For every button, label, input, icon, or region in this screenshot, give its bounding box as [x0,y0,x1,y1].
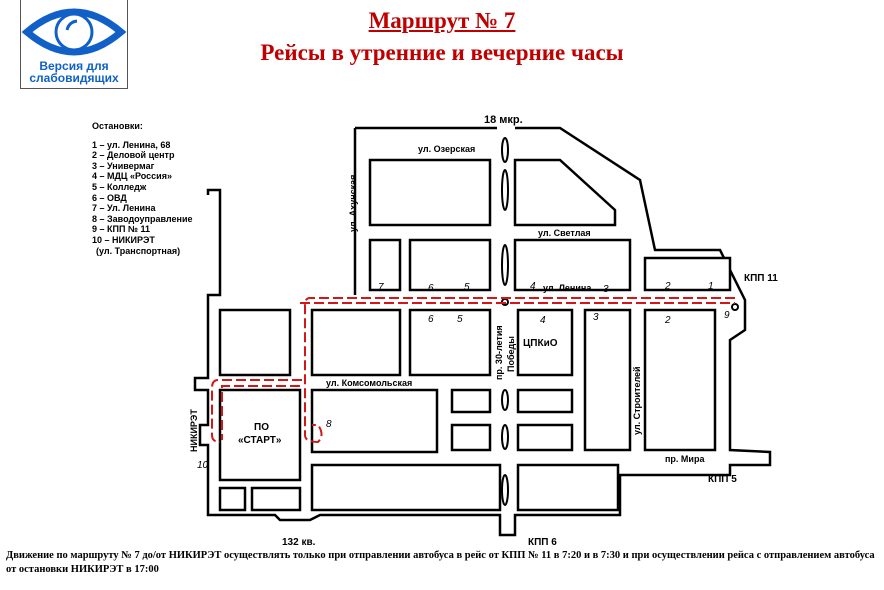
city-block [368,238,402,292]
stop-1: 1 [708,281,714,292]
label-stroitelei: ул. Строителей [632,366,642,435]
city-block [310,388,439,454]
city-block [583,308,632,452]
label-kpp5: КПП 5 [708,474,737,485]
stop-9: 9 [724,310,730,321]
label-pobedy-2: Победы [506,336,516,372]
bus-route-path [211,379,302,443]
logo-text-2: слабовидящих [29,71,119,85]
bus-route-path [304,297,735,444]
stops-legend: Остановки: 1 – ул. Ленина, 68 2 – Делово… [92,121,192,256]
city-block [218,388,302,482]
stop-7: 7 [378,282,384,293]
legend-item: 2 – Деловой центр [92,150,175,161]
city-block [408,238,492,292]
legend-item: 1 – ул. Ленина, 68 [92,139,171,150]
legend-item: 3 – Универмаг [92,160,155,171]
stop-2: 2 [664,281,671,292]
page-title: Маршрут № 7 [368,8,516,33]
label-nikiret: НИКИРЭТ [189,409,199,452]
city-block [643,256,732,292]
legend-item: 4 – МДЦ «Россия» [92,171,172,182]
city-block [408,308,492,377]
legend-item: 7 – Ул. Ленина [92,203,156,214]
legend-item: (ул. Транспортная) [96,245,181,256]
legend-item: 9 – КПП № 11 [92,224,150,235]
stop-3: 3 [603,284,609,295]
city-block [516,388,574,414]
label-kpp11: КПП 11 [744,273,778,284]
label-ozerskaya: ул. Озерская [418,144,475,154]
stop-3: 3 [593,312,599,323]
city-block [516,308,574,377]
route-note: Движение по маршруту № 7 до/от НИКИРЭТ о… [6,550,875,575]
road-medians [501,137,739,506]
label-start-1: ПО [254,422,269,433]
label-start-2: «СТАРТ» [238,435,282,446]
label-komsomolskaya: ул. Комсомольская [326,378,412,388]
stop-4: 4 [530,281,536,292]
legend-heading: Остановки: [92,121,143,131]
city-block [513,238,632,292]
label-park: ЦПКиО [523,338,558,349]
stop-4: 4 [540,315,546,326]
low-vision-version-link[interactable]: Версия для слабовидящих [20,0,128,89]
stop-8: 8 [326,419,332,430]
stop-6: 6 [428,314,434,325]
label-lenina: ул. Ленина [543,283,592,293]
city-block [516,463,620,512]
legend-item: 6 – ОВД [92,192,127,203]
city-block [218,308,292,377]
stop-5: 5 [457,314,463,325]
legend-item: 10 – НИКИРЭТ [92,234,155,245]
stop-5: 5 [464,282,470,293]
route-map: 18 мкр. ул. Озерская ул. Ахунская ул. Св… [189,114,778,545]
city-block [643,308,717,452]
logo-text-1: Версия для [39,59,109,73]
city-block [368,158,492,227]
label-kpp6: КПП 6 [528,537,557,545]
city-block [450,388,492,414]
label-pobedy-1: пр. 30-летия [494,325,504,380]
page-subtitle: Рейсы в утренние и вечерние часы [260,40,624,65]
city-block [250,486,302,512]
city-block [516,423,574,452]
eye-icon [21,8,127,56]
legend-item: 5 – Колледж [92,181,147,192]
label-mira: пр. Мира [665,454,705,464]
city-block [513,158,617,227]
stop-6: 6 [428,283,434,294]
label-132: 132 кв. [282,537,316,545]
city-block [310,463,502,512]
stop-10: 10 [197,460,209,471]
stop-2: 2 [664,315,671,326]
city-block [450,423,492,452]
city-block [218,486,247,512]
label-akhunskaya: ул. Ахунская [348,175,358,232]
legend-item: 8 – Заводоуправление [92,213,193,224]
label-svetlaya: ул. Светлая [538,228,591,238]
bus-route-path [221,385,300,440]
city-block [310,308,402,377]
label-18-mkr: 18 мкр. [484,114,523,126]
map-outline [193,126,772,537]
